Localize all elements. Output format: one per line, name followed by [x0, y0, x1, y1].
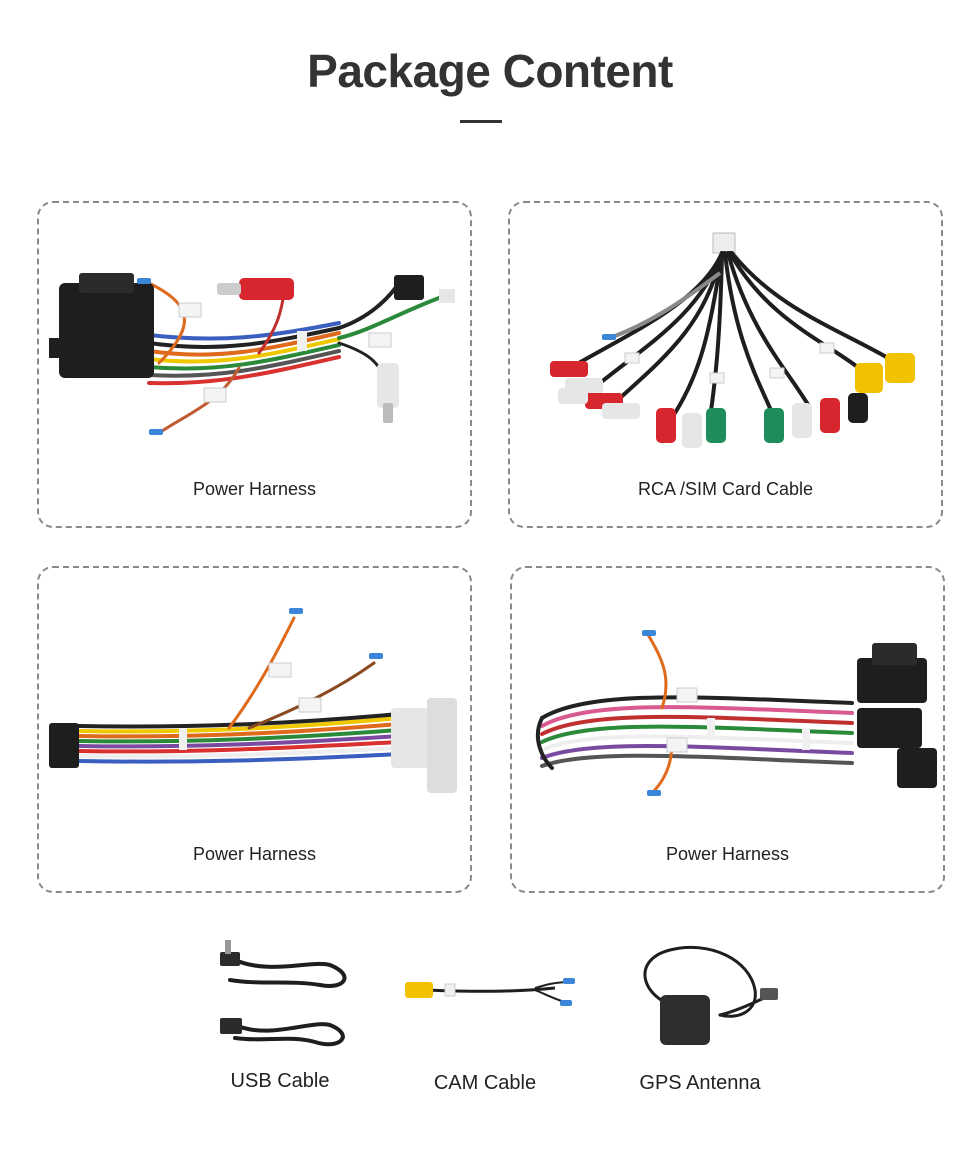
page-title: Package Content — [307, 45, 673, 97]
usb-cable-image — [220, 940, 347, 1047]
product-card-power-harness-2: Power Harness — [37, 566, 472, 893]
rca-sim-cable-image — [550, 232, 915, 448]
gps-antenna-image — [643, 945, 778, 1045]
product-card-power-harness-3: Power Harness — [510, 566, 945, 893]
accessory-cam-cable: CAM Cable — [385, 930, 585, 1100]
accessory-usb-cable: USB Cable — [180, 930, 380, 1100]
title-underline — [460, 120, 502, 123]
power-harness-image-2 — [49, 608, 457, 793]
accessory-label: USB Cable — [230, 1070, 330, 1092]
accessory-label: GPS Antenna — [639, 1072, 761, 1094]
card-label: Power Harness — [192, 479, 317, 499]
accessory-label: CAM Cable — [433, 1072, 537, 1094]
power-harness-image-3 — [535, 630, 937, 796]
accessory-gps-antenna: GPS Antenna — [600, 930, 800, 1100]
product-card-power-harness-1: Power Harness — [37, 201, 472, 528]
power-harness-image-1 — [49, 273, 455, 435]
product-card-rca-sim-cable: RCA /SIM Card Cable — [508, 201, 943, 528]
card-label: Power Harness — [192, 844, 317, 864]
cam-cable-image — [405, 978, 575, 1006]
card-label: Power Harness — [665, 844, 790, 864]
card-label: RCA /SIM Card Cable — [637, 479, 814, 499]
